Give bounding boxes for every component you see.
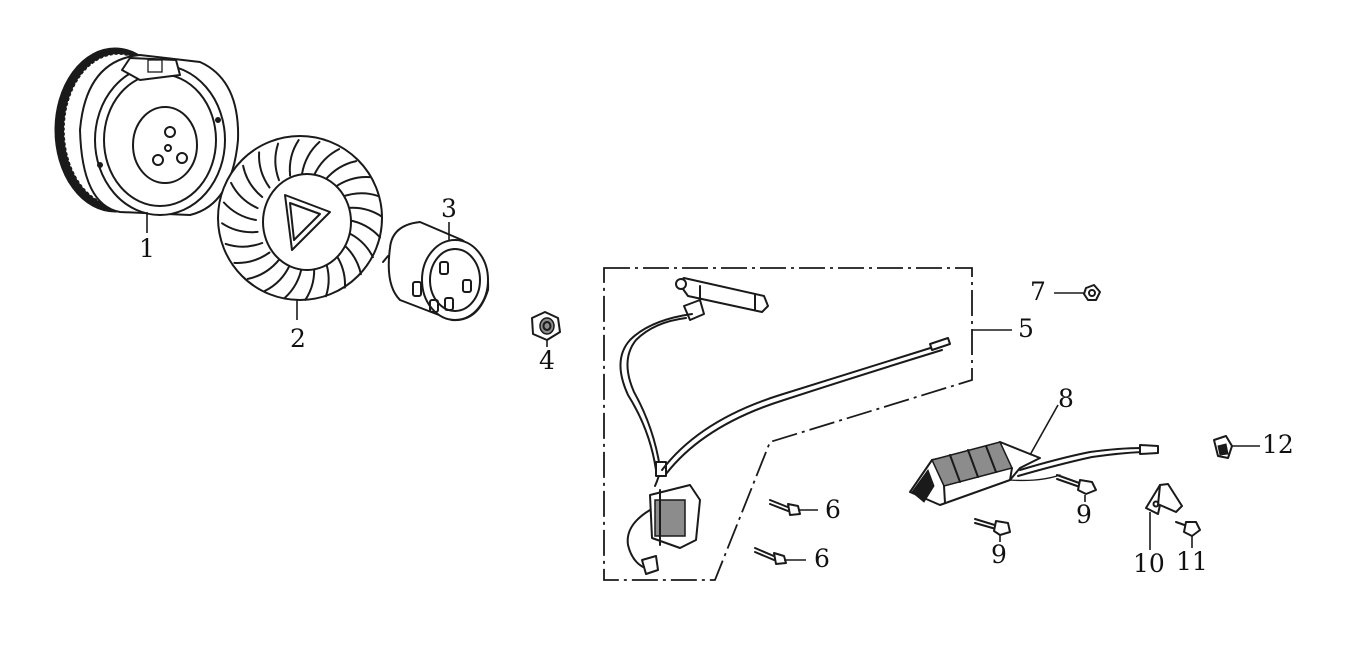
callout-1: 1 (139, 234, 155, 263)
callout-10: 10 (1133, 549, 1165, 578)
callout-7: 7 (1030, 277, 1046, 306)
charge-coil-screw-left (974, 518, 1011, 536)
fan-blade (233, 251, 271, 264)
callout-3: 3 (441, 194, 457, 223)
flywheel (54, 47, 240, 216)
callout-2: 2 (290, 324, 306, 353)
charge-coil (909, 441, 1159, 506)
charge-coil-screw-right (1056, 474, 1097, 495)
callout-9-right: 9 (1076, 500, 1092, 529)
callout-5: 5 (1018, 314, 1034, 343)
bracket (1145, 483, 1183, 515)
fan-blade (224, 242, 264, 248)
callout-8: 8 (1058, 384, 1074, 413)
fan-blade (258, 151, 271, 189)
leader-lines (146, 212, 1260, 561)
bracket-screw (1175, 521, 1201, 537)
small-nut (1083, 284, 1101, 301)
cooling-fan (217, 135, 383, 301)
flywheel-nut (531, 311, 561, 341)
fan-blade (263, 263, 292, 292)
fan-blade (301, 140, 321, 175)
ignition-coil-assembly (619, 277, 951, 575)
starter-pulley (382, 221, 490, 322)
fan-blade (274, 142, 280, 182)
fan-blade (324, 160, 358, 182)
callout-12: 12 (1262, 430, 1294, 459)
fan-blade (222, 201, 257, 221)
fan-blade (221, 222, 259, 234)
callout-6-lower: 6 (814, 544, 830, 573)
coil-bolt-lower (754, 547, 787, 565)
callout-6-upper: 6 (825, 495, 841, 524)
fan-blade (246, 258, 280, 280)
callout-9-left: 9 (991, 540, 1007, 569)
fan-blade (312, 148, 341, 177)
fan-blade (242, 164, 264, 198)
assembly-boundary (603, 267, 973, 581)
coil-bolt-upper (769, 499, 801, 516)
callout-11: 11 (1176, 547, 1208, 576)
wire-clip (1213, 435, 1233, 459)
fan-blade (288, 139, 300, 177)
callout-4: 4 (539, 346, 555, 375)
fan-blade (230, 181, 259, 210)
